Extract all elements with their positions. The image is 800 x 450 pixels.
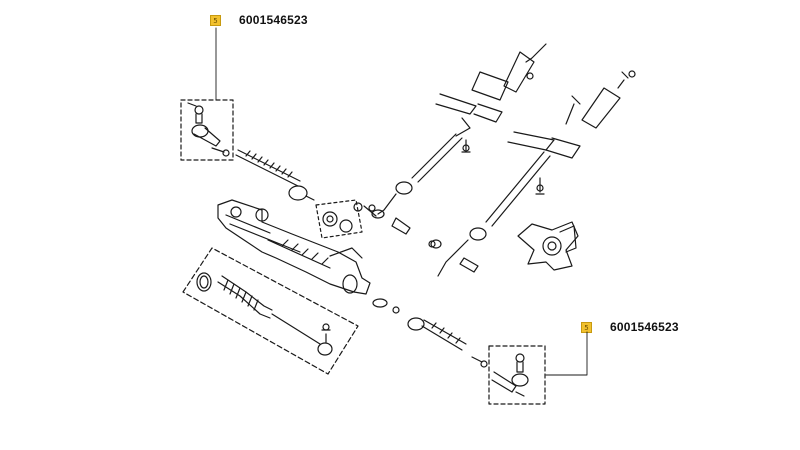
tie-rod-end-top-left[interactable] bbox=[180, 99, 234, 161]
part-number-label[interactable]: 6001546523 bbox=[610, 320, 679, 334]
bellows-boot-kit[interactable] bbox=[182, 247, 359, 375]
callout-bottom[interactable]: 5 6001546523 bbox=[581, 320, 679, 334]
mounting-flange[interactable] bbox=[517, 221, 579, 271]
steering-column-left[interactable] bbox=[363, 43, 547, 235]
threaded-inner-rod-lower[interactable] bbox=[372, 298, 467, 351]
part-number-label[interactable]: 6001546523 bbox=[239, 13, 308, 27]
threaded-inner-rod-upper[interactable] bbox=[235, 149, 315, 201]
fasteners bbox=[368, 70, 636, 248]
steering-column-right[interactable] bbox=[430, 71, 629, 277]
leader-lines bbox=[215, 27, 588, 376]
tie-rod-end-bottom-right[interactable] bbox=[471, 345, 546, 405]
callout-badge[interactable]: 5 bbox=[210, 14, 221, 26]
callout-top[interactable]: 5 6001546523 bbox=[210, 13, 308, 27]
mounting-bushes[interactable] bbox=[315, 199, 363, 239]
callout-badge[interactable]: 5 bbox=[581, 321, 592, 333]
steering-rack-housing[interactable] bbox=[217, 199, 371, 295]
